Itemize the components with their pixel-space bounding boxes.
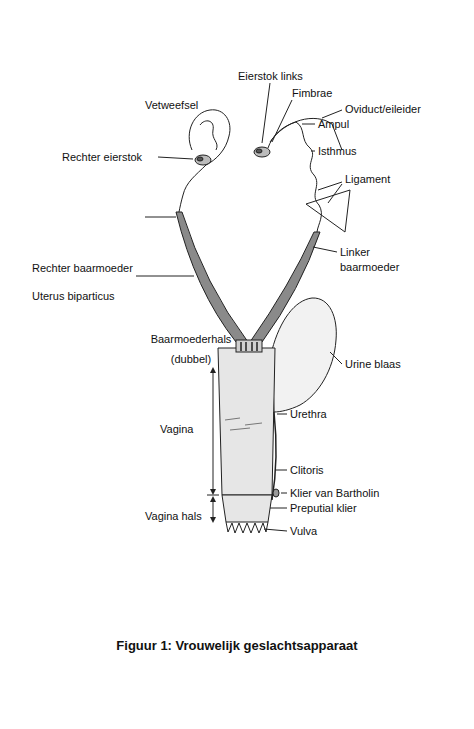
oviduct-right <box>268 122 321 232</box>
figure-caption: Figuur 1: Vrouwelijk geslachtsapparaat <box>0 638 474 653</box>
part-label: Rechter eierstok <box>62 151 142 164</box>
tissue-texture <box>225 418 262 430</box>
oviduct-left-lower <box>179 165 206 212</box>
part-label: Linker baarmoeder <box>340 245 402 275</box>
bracket-tick <box>207 495 219 496</box>
bartholin-gland <box>273 489 279 497</box>
part-label: Vulva <box>290 525 317 538</box>
oviduct-left <box>200 121 217 150</box>
part-label: Uterus biparticus <box>32 290 115 303</box>
ovary-left <box>254 147 270 157</box>
fat-tissue <box>189 110 230 165</box>
vagina <box>218 348 275 495</box>
part-label: Eierstok links <box>238 70 303 83</box>
part-label: Klier van Bartholin <box>290 487 379 500</box>
bladder <box>272 298 336 412</box>
part-label: Vagina <box>160 423 193 436</box>
part-label: Isthmus <box>318 145 357 158</box>
ovary-detail <box>256 149 262 153</box>
vagina-neck <box>222 495 272 522</box>
urethra <box>272 412 276 500</box>
part-label: Urine blaas <box>345 358 401 371</box>
dimension-bracket <box>213 370 214 492</box>
uterine-horn <box>176 212 248 342</box>
cervix <box>236 340 262 352</box>
ligament-shape <box>306 190 350 232</box>
dimension-bracket <box>213 499 214 520</box>
part-label: Urethra <box>290 408 327 421</box>
ovary-right <box>195 155 211 165</box>
part-label: Ampul <box>318 118 349 131</box>
part-label: Fimbrae <box>292 87 332 100</box>
cervix-marks <box>241 342 257 351</box>
part-label: Vagina hals <box>145 510 202 523</box>
part-label: Clitoris <box>290 464 324 477</box>
part-label: Vetweefsel <box>145 99 198 112</box>
part-label: Oviduct/eileider <box>345 103 421 116</box>
part-label: Baarmoederhals (dubbel) <box>146 329 236 369</box>
part-label: Ligament <box>345 173 390 186</box>
leader-lines <box>136 83 342 531</box>
ovary-detail <box>197 157 203 161</box>
part-label: Preputial klier <box>290 502 357 515</box>
part-label: Rechter baarmoeder <box>32 262 133 275</box>
vulva <box>226 522 268 533</box>
